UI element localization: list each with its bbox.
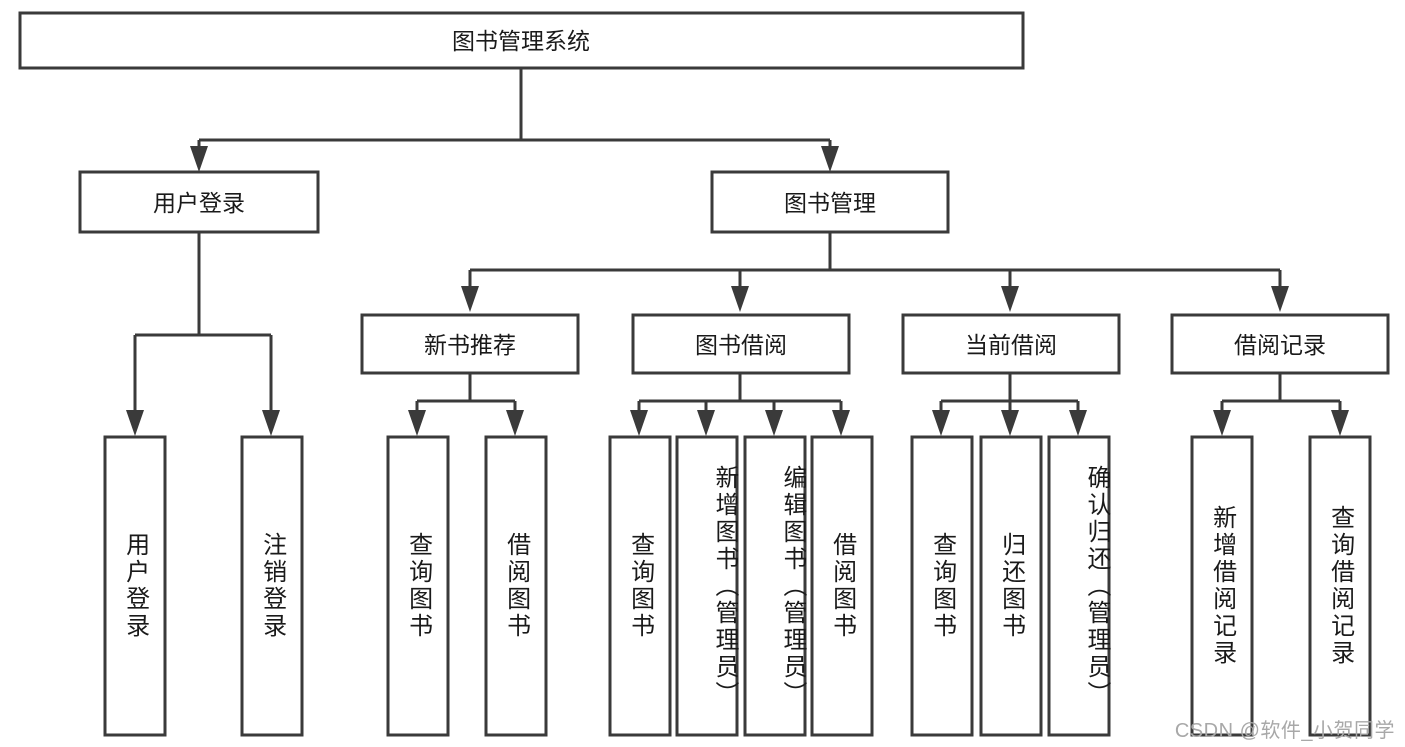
- node-leaf-edit-book[interactable]: [743, 435, 807, 737]
- csdn-watermark: CSDN @软件_小贺同学: [1174, 720, 1395, 742]
- node-leaf-query-record[interactable]: [1308, 435, 1372, 737]
- node-leaf-return-book[interactable]: [979, 435, 1043, 737]
- node-new-book-rec[interactable]: 新书推荐: [360, 313, 580, 375]
- node-new-book-rec-label: 新书推荐: [424, 332, 516, 358]
- node-book-borrow-label: 图书借阅: [695, 332, 787, 358]
- connector-bookmanage-to-level3: [461, 232, 1289, 312]
- node-book-borrow[interactable]: 图书借阅: [631, 313, 851, 375]
- node-current-borrow-label: 当前借阅: [965, 332, 1057, 358]
- connector-currentborrow-to-leaves: [932, 373, 1087, 436]
- node-leaf-confirm-return[interactable]: [1047, 435, 1111, 737]
- node-user-login[interactable]: 用户登录: [78, 170, 320, 234]
- node-leaf-borrow-book-2[interactable]: [810, 435, 874, 737]
- node-borrow-record-label: 借阅记录: [1234, 332, 1326, 358]
- connector-newbook-to-leaves: [408, 373, 524, 436]
- node-current-borrow[interactable]: 当前借阅: [901, 313, 1121, 375]
- connector-bookborrow-to-leaves: [630, 373, 850, 436]
- connector-borrowrecord-to-leaves: [1213, 373, 1349, 436]
- node-book-manage-label: 图书管理: [784, 190, 876, 216]
- node-borrow-record[interactable]: 借阅记录: [1170, 313, 1390, 375]
- node-leaf-add-book[interactable]: [675, 435, 739, 737]
- node-leaf-add-record[interactable]: [1190, 435, 1254, 737]
- node-user-login-label: 用户登录: [153, 190, 245, 216]
- node-leaf-borrow-book-1[interactable]: [484, 435, 548, 737]
- node-root[interactable]: 图书管理系统: [18, 11, 1025, 70]
- connector-root-to-level2: [190, 68, 839, 172]
- node-book-manage[interactable]: 图书管理: [710, 170, 950, 234]
- node-leaf-user-logout[interactable]: [240, 435, 304, 737]
- node-root-label: 图书管理系统: [452, 28, 590, 54]
- node-leaf-query-book-2[interactable]: [608, 435, 672, 737]
- node-leaf-query-book-3[interactable]: [910, 435, 974, 737]
- connector-userlogin-to-leaves: [126, 232, 280, 436]
- node-leaf-user-login[interactable]: [103, 435, 167, 737]
- node-leaf-query-book-1[interactable]: [386, 435, 450, 737]
